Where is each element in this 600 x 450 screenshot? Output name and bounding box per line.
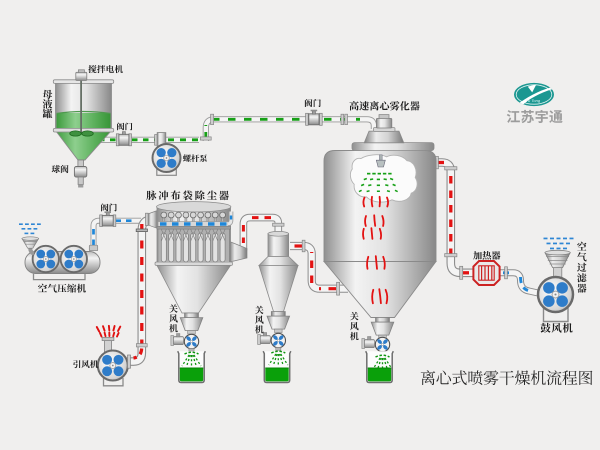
svg-text:Yu Tong: Yu Tong: [526, 98, 541, 103]
